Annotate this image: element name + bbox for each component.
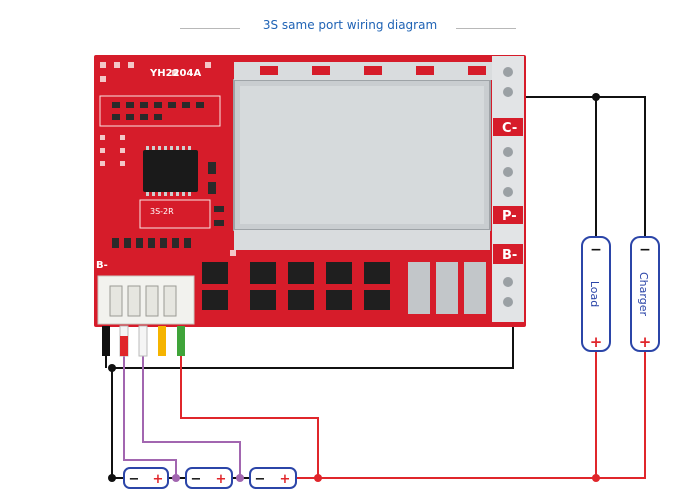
- shield-inner: [240, 86, 484, 224]
- port-c-label: C-: [502, 121, 517, 136]
- smd-components: [112, 102, 224, 248]
- wire-junction-dot: [314, 474, 322, 482]
- cell-2-plus: +: [216, 472, 227, 487]
- wire-junction-dot: [236, 474, 244, 482]
- balance-wire-red-top: [120, 336, 128, 356]
- load-minus-symbol: −: [590, 242, 602, 258]
- silk-outline-mid: [139, 199, 211, 229]
- wire-b-minus: [111, 322, 514, 479]
- board-b-minus-left: B-: [96, 260, 108, 271]
- main-ic-chip: [143, 150, 198, 192]
- port-b-label: B-: [502, 248, 517, 263]
- wire-junction-dot: [108, 474, 116, 482]
- wire-balance-bplus: [180, 356, 319, 478]
- cell-3-minus: −: [255, 472, 266, 487]
- balance-wires: [102, 325, 185, 357]
- balance-wire-black: [102, 326, 110, 356]
- wire-junction-dot: [108, 364, 116, 372]
- silk-outline-top: [99, 95, 221, 127]
- wire-junction-dot: [592, 474, 600, 482]
- wire-c-minus: [522, 96, 646, 237]
- battery-cell-icon: − +: [249, 467, 297, 489]
- cell-2-minus: −: [191, 472, 202, 487]
- battery-cell-icon: − +: [185, 467, 233, 489]
- charger-plus-symbol: +: [639, 333, 652, 351]
- load-body: [581, 236, 611, 352]
- port-p-pad: [493, 206, 523, 224]
- wire-balance-b2: [142, 356, 241, 478]
- cell-3-plus: +: [280, 472, 291, 487]
- wire-junction-dots: [108, 93, 600, 482]
- balance-connector-pins: [109, 285, 177, 317]
- port-p-label: P-: [502, 209, 517, 224]
- charger-body: [630, 236, 660, 352]
- board-chip-label: 3S-2R: [150, 207, 174, 216]
- title-bar: 3S same port wiring diagram: [0, 14, 700, 44]
- load-plus-symbol: +: [590, 333, 603, 351]
- wire-positive-bus: [296, 351, 646, 479]
- charger-label: Charger: [637, 272, 650, 316]
- shield-top-tabs: [260, 66, 486, 75]
- board-model-label: YH2204A: [149, 68, 201, 79]
- balance-wire-white-2: [138, 325, 148, 357]
- purple-wires: [123, 356, 241, 478]
- port-b-pad: [493, 244, 523, 264]
- load-component: − Load +: [581, 236, 611, 352]
- charger-minus-symbol: −: [639, 242, 651, 258]
- balance-wire-green: [177, 326, 185, 356]
- diagram-title: 3S same port wiring diagram: [262, 18, 438, 32]
- charger-component: − Charger +: [630, 236, 660, 352]
- red-wires: [161, 334, 646, 479]
- wire-balance-b1: [123, 356, 177, 478]
- title-line-left: [180, 28, 240, 29]
- mosfet-array: [202, 262, 486, 314]
- port-c-pad: [493, 118, 523, 136]
- ic-pins: [146, 146, 191, 196]
- battery-cell-icon: − +: [123, 467, 169, 489]
- cell-1-minus: −: [129, 472, 140, 487]
- bms-board: C- P- B- YH2204A 3S-2R B-: [94, 55, 526, 327]
- title-line-right: [456, 28, 516, 29]
- battery-cells: − + − + − +: [123, 467, 297, 489]
- wire-junction-dot: [172, 474, 180, 482]
- shield-bottom-strip: [234, 230, 490, 250]
- balance-wire-yellow: [158, 326, 166, 356]
- load-label: Load: [588, 281, 601, 307]
- wire-junction-dot: [592, 93, 600, 101]
- cell-1-plus: +: [153, 472, 164, 487]
- rail-holes: [503, 67, 513, 307]
